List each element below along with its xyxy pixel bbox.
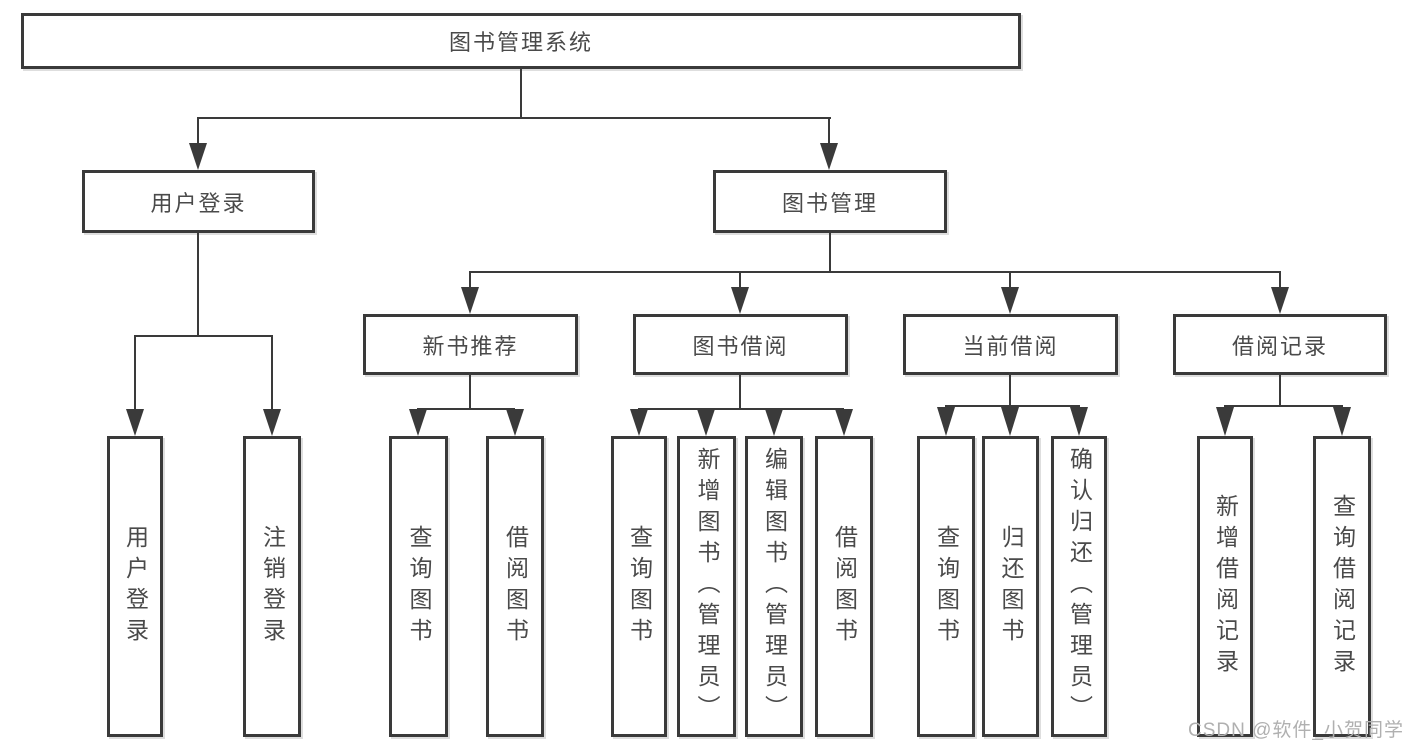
connector-user-login-stem: [197, 233, 199, 335]
arrowhead-user-login: [189, 143, 207, 170]
leaf-br-add-record-label: 新增借阅记录: [1212, 493, 1239, 680]
leaf-cb-confirm-return: 确认归还（管理员）: [1051, 436, 1107, 737]
connector-root-rail: [197, 117, 831, 119]
leaf-bb-edit-books: 编辑图书（管理员）: [745, 436, 803, 737]
leaf-cb-return-books-label: 归还图书: [998, 524, 1024, 649]
node-current-borrowing-label: 当前借阅: [962, 333, 1059, 359]
connector-user-login-rail: [134, 335, 273, 337]
leaf-bb-edit-books-label: 编辑图书（管理员）: [761, 447, 788, 726]
connector-drop-leaf-logout: [271, 335, 273, 411]
leaf-cb-return-books: 归还图书: [982, 436, 1039, 737]
leaf-nb-query-books-label: 查询图书: [406, 524, 432, 649]
leaf-bb-add-books-label: 新增图书（管理员）: [694, 447, 720, 726]
leaf-logout: 注销登录: [243, 436, 301, 737]
connector-drop-book-management: [828, 117, 830, 145]
leaf-br-query-record-label: 查询借阅记录: [1329, 493, 1356, 680]
connector-new-books-stem: [469, 375, 471, 408]
arrowhead-cb-return: [1001, 407, 1019, 436]
arrowhead-bb-add: [697, 409, 715, 436]
leaf-cb-confirm-return-label: 确认归还（管理员）: [1066, 447, 1093, 726]
node-user-login: 用户登录: [82, 170, 315, 233]
connector-book-management-rail: [469, 271, 1281, 273]
leaf-br-query-record: 查询借阅记录: [1313, 436, 1371, 737]
leaf-user-login-label: 用户登录: [122, 524, 149, 649]
arrowhead-leaf-login: [126, 409, 144, 436]
arrowhead-br-query: [1333, 407, 1351, 436]
connector-borrowing-records-stem: [1279, 375, 1281, 405]
arrowhead-bb-borrow: [835, 409, 853, 436]
node-book-management: 图书管理: [713, 170, 947, 233]
connector-new-books-rail: [417, 408, 515, 410]
node-root: 图书管理系统: [21, 13, 1021, 69]
arrowhead-leaf-logout: [263, 409, 281, 436]
leaf-cb-query-books: 查询图书: [917, 436, 975, 737]
leaf-bb-borrow-books: 借阅图书: [815, 436, 873, 737]
connector-drop-current-borrowing: [1009, 271, 1011, 288]
arrowhead-nb-borrow: [506, 409, 524, 436]
node-new-books: 新书推荐: [363, 314, 578, 375]
node-current-borrowing: 当前借阅: [903, 314, 1118, 375]
leaf-logout-label: 注销登录: [259, 524, 286, 649]
leaf-bb-query-books-label: 查询图书: [626, 524, 653, 649]
node-book-borrowing: 图书借阅: [633, 314, 848, 375]
csdn-watermark: CSDN @软件_小贺同学: [1188, 720, 1404, 741]
connector-book-management-stem: [829, 233, 831, 271]
connector-book-borrowing-rail: [638, 408, 844, 410]
arrowhead-bb-edit: [765, 409, 783, 436]
leaf-nb-borrow-books: 借阅图书: [486, 436, 544, 737]
node-borrowing-records-label: 借阅记录: [1231, 333, 1328, 359]
leaf-nb-query-books: 查询图书: [389, 436, 448, 737]
connector-current-borrowing-rail: [945, 405, 1080, 407]
leaf-bb-query-books: 查询图书: [611, 436, 667, 737]
arrowhead-book-management: [820, 143, 838, 170]
connector-drop-book-borrowing: [739, 271, 741, 288]
node-user-login-label: 用户登录: [150, 190, 247, 216]
node-new-books-label: 新书推荐: [422, 333, 519, 359]
arrowhead-new-books: [461, 287, 479, 314]
node-root-label: 图书管理系统: [448, 30, 593, 55]
node-book-borrowing-label: 图书借阅: [692, 333, 789, 359]
arrowhead-cb-query: [937, 407, 955, 436]
connector-root-stem: [520, 69, 522, 117]
arrowhead-nb-query: [409, 409, 427, 436]
arrowhead-current-borrowing: [1001, 287, 1019, 314]
leaf-nb-borrow-books-label: 借阅图书: [502, 524, 529, 649]
connector-drop-new-books: [469, 271, 471, 288]
leaf-bb-add-books: 新增图书（管理员）: [677, 436, 736, 737]
connector-drop-leaf-login: [134, 335, 136, 411]
arrowhead-cb-confirm: [1070, 407, 1088, 436]
leaf-cb-query-books-label: 查询图书: [933, 524, 960, 649]
leaf-br-add-record: 新增借阅记录: [1197, 436, 1253, 737]
leaf-user-login: 用户登录: [107, 436, 163, 737]
connector-book-borrowing-stem: [739, 375, 741, 408]
arrowhead-borrowing-records: [1271, 287, 1289, 314]
connector-drop-borrowing-records: [1279, 271, 1281, 288]
connector-borrowing-records-rail: [1224, 405, 1343, 407]
arrowhead-book-borrowing: [731, 287, 749, 314]
arrowhead-br-add: [1216, 407, 1234, 436]
node-borrowing-records: 借阅记录: [1173, 314, 1387, 375]
node-book-management-label: 图书管理: [781, 190, 878, 216]
leaf-bb-borrow-books-label: 借阅图书: [831, 524, 858, 649]
arrowhead-bb-query: [630, 409, 648, 436]
connector-drop-user-login: [197, 117, 199, 145]
connector-current-borrowing-stem: [1009, 375, 1011, 405]
